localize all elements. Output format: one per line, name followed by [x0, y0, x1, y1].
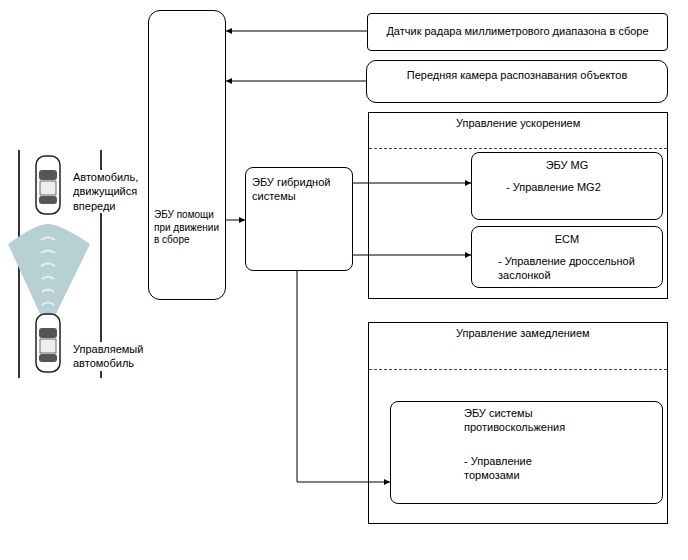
ecu-box: ЭБУ помощи при движении в сборе [148, 10, 226, 300]
node-body: - Управление тормозами [464, 455, 589, 483]
own-car [36, 314, 60, 372]
ecu-box: ЭБУ MG - Управление MG2 [471, 152, 663, 220]
node-body: - Управление MG2 [506, 181, 656, 195]
signal-arrow [353, 255, 471, 256]
ecu-box: ЭБУ гибридной системы [245, 167, 353, 271]
ecu-box: ЭБУ системы противоскольжения - Управлени… [390, 401, 663, 504]
signal-arrow [226, 81, 366, 82]
radar-cone [8, 224, 90, 316]
dashed-divider [369, 148, 667, 149]
sensor-box: Датчик радара миллиметрового диапазона в… [367, 13, 668, 51]
camera-box: Передняя камера распознавания объектов [366, 60, 668, 103]
node-title: ЭБУ помощи при движении в сборе [154, 209, 222, 247]
node-title: ЭБУ MG [472, 159, 662, 173]
node-title: Управление замедлением [456, 327, 656, 341]
signal-arrow [226, 220, 245, 221]
signal-arrow [297, 271, 390, 482]
lead-car [36, 156, 60, 214]
signal-arrow [353, 183, 471, 184]
node-body: - Управление дроссельной заслонкой [498, 255, 648, 283]
ecu-box: ECM - Управление дроссельной заслонкой [471, 226, 663, 288]
node-title: ECM [472, 233, 662, 247]
radar-waves [41, 238, 55, 306]
node-title: Управление ускорением [456, 117, 656, 131]
signal-arrow [226, 31, 367, 32]
node-title: ЭБУ системы противоскольжения [464, 407, 634, 435]
vehicle-label: Управляемый автомобиль [73, 342, 147, 371]
control-group: Управление замедлениемЭБУ системы против… [368, 322, 668, 524]
node-title: ЭБУ гибридной системы [252, 176, 344, 204]
node-title: Датчик радара миллиметрового диапазона в… [368, 25, 667, 39]
node-title: Передняя камера распознавания объектов [367, 69, 667, 83]
control-group: Управление ускорениемЭБУ MG - Управление … [368, 112, 668, 299]
dashed-divider [369, 369, 667, 370]
vehicle-label: Автомобиль, движущийся впереди [73, 170, 147, 213]
